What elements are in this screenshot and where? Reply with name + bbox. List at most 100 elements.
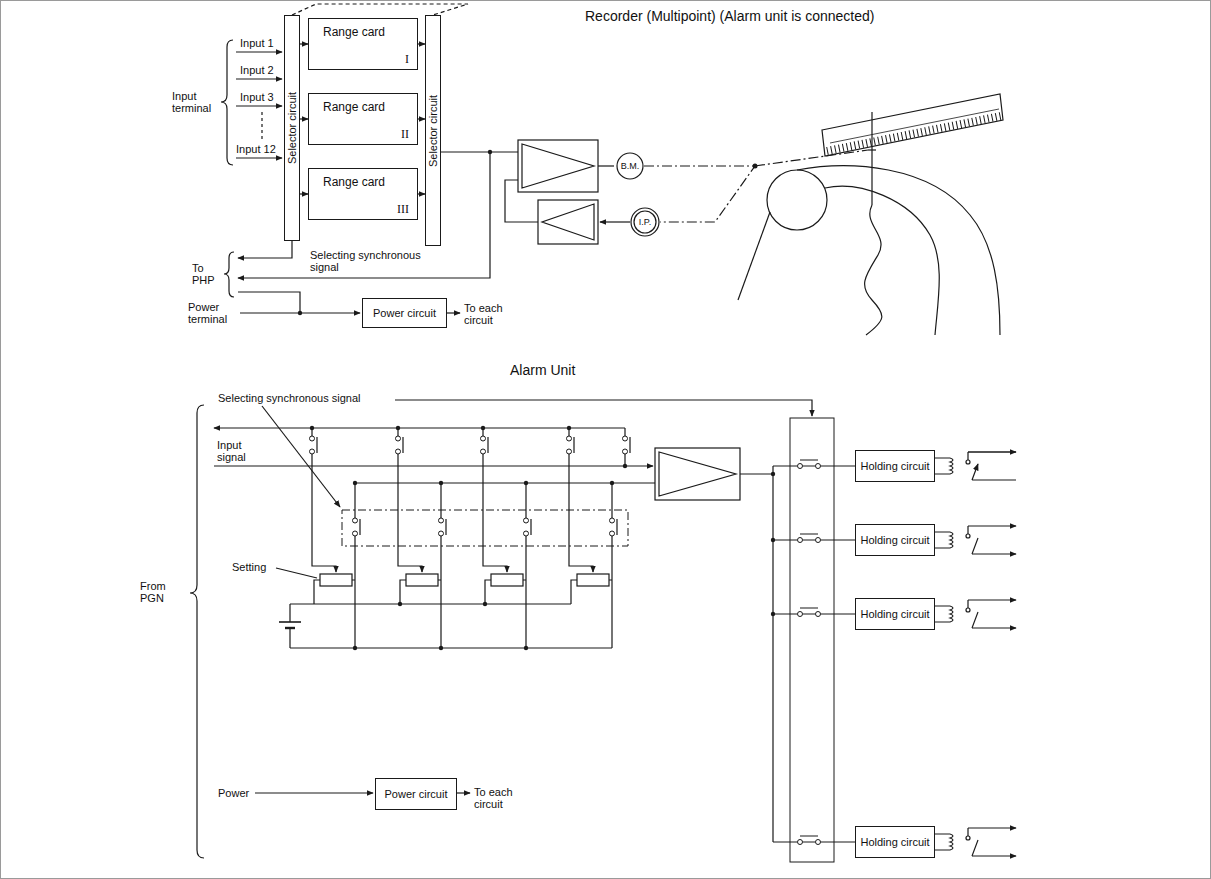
recorder-wiring (505, 180, 538, 222)
switch-contact (610, 518, 615, 523)
relay-output (968, 451, 1016, 452)
recorder-wiring (518, 140, 598, 192)
signal-connector (418, 193, 425, 194)
node-text: I (405, 52, 409, 66)
node-text: II (401, 127, 409, 141)
relay-output (966, 836, 970, 840)
recorder-wiring (538, 200, 598, 244)
range-card-box: Range cardI (308, 18, 418, 70)
recorder-wiring (221, 4, 868, 313)
recorder-wiring (542, 204, 594, 240)
annotation-label: Input 3 (240, 91, 274, 103)
switch-contact (310, 436, 315, 441)
alarm-wiring (312, 428, 336, 572)
section-heading: Alarm Unit (510, 362, 575, 378)
chart-recorder-illustration (822, 94, 1003, 156)
junction-dot (488, 150, 492, 154)
relay-output (935, 458, 953, 474)
switch-contact (481, 449, 486, 454)
switch-contact (567, 436, 572, 441)
annotation-label: To each circuit (464, 302, 522, 326)
switch-contact (798, 840, 803, 845)
alarm-wiring (290, 604, 612, 648)
alarm-wiring (523, 483, 531, 648)
recorder-wiring (441, 151, 518, 152)
alarm-wiring (773, 534, 855, 540)
relay-output (968, 452, 1016, 480)
circuit-box: Holding circuit (855, 524, 935, 556)
node-text: Holding circuit (860, 836, 929, 848)
relay-output (972, 627, 1016, 628)
alarm-wiring (276, 568, 317, 578)
alarm-wiring (577, 574, 609, 586)
recorder-wiring (236, 105, 282, 106)
circle-outline (631, 208, 659, 236)
relay-output (968, 599, 1016, 600)
signal-connector (418, 118, 425, 119)
recorder-wiring (224, 252, 234, 297)
recorder-wiring (221, 40, 233, 165)
node-text: Range card (323, 100, 385, 114)
switch-contact (798, 538, 803, 543)
chart-recorder-illustration (738, 212, 770, 300)
mechanical-linkage (644, 166, 755, 222)
recorder-wiring (600, 221, 630, 222)
alarm-wiring (609, 483, 617, 648)
recorder-wiring (236, 78, 282, 79)
node-text: Selector circuit (286, 92, 298, 164)
annotation-label: Selecting synchronous signal (310, 249, 445, 273)
alarm-wiring (438, 483, 446, 648)
recorder-wiring (238, 152, 490, 278)
annotation-label: Input 1 (240, 37, 274, 49)
annotation-label: To PHP (192, 262, 222, 286)
alarm-wiring (457, 792, 470, 793)
circle-outline (634, 211, 656, 233)
switch-contact (816, 612, 821, 617)
relay-output (935, 606, 953, 622)
selector-circuit-box: Selector circuit (425, 15, 441, 246)
balancing-motor-circle: B.M. (616, 152, 644, 180)
chart-recorder-illustration (868, 149, 876, 150)
node-text: Holding circuit (860, 460, 929, 472)
signal-connector (418, 43, 425, 44)
recorder-wiring (236, 51, 282, 52)
chart-recorder-illustration (797, 166, 1000, 335)
relay-output (966, 608, 970, 612)
alarm-wiring (214, 427, 625, 428)
switch-contact (623, 436, 628, 441)
alarm-wiring (395, 400, 812, 416)
switch-contact (816, 538, 821, 543)
relay-output (967, 828, 968, 836)
node-text: Power circuit (385, 788, 448, 800)
switch-contact (439, 531, 444, 536)
relay-output (967, 600, 968, 608)
alarm-wiring (491, 574, 523, 586)
circuit-box: Holding circuit (855, 450, 935, 482)
switch-contact (396, 436, 401, 441)
annotation-label: Power (218, 787, 249, 799)
signal-connector (300, 43, 308, 44)
alarm-wiring (262, 406, 340, 507)
annotation-label: Input 2 (240, 64, 274, 76)
alarm-wiring (483, 428, 507, 572)
alarm-wiring (314, 580, 577, 604)
annotation-label: Power terminal (188, 301, 236, 325)
circle-outline (617, 153, 643, 179)
alarm-wiring (625, 428, 630, 466)
circuit-box: Holding circuit (855, 598, 935, 630)
alarm-wiring (740, 466, 773, 842)
relay-output (935, 452, 1016, 856)
relay-output (968, 525, 1016, 526)
circuit-box: Power circuit (362, 298, 447, 328)
annotation-label: Setting (232, 561, 266, 573)
node-text: B.M. (621, 161, 640, 171)
switch-contact (310, 449, 315, 454)
relay-output (972, 840, 978, 856)
switch-contact (524, 531, 529, 536)
switch-contact (310, 436, 821, 845)
chart-recorder-illustration (827, 116, 1001, 151)
alarm-wiring (773, 608, 855, 614)
